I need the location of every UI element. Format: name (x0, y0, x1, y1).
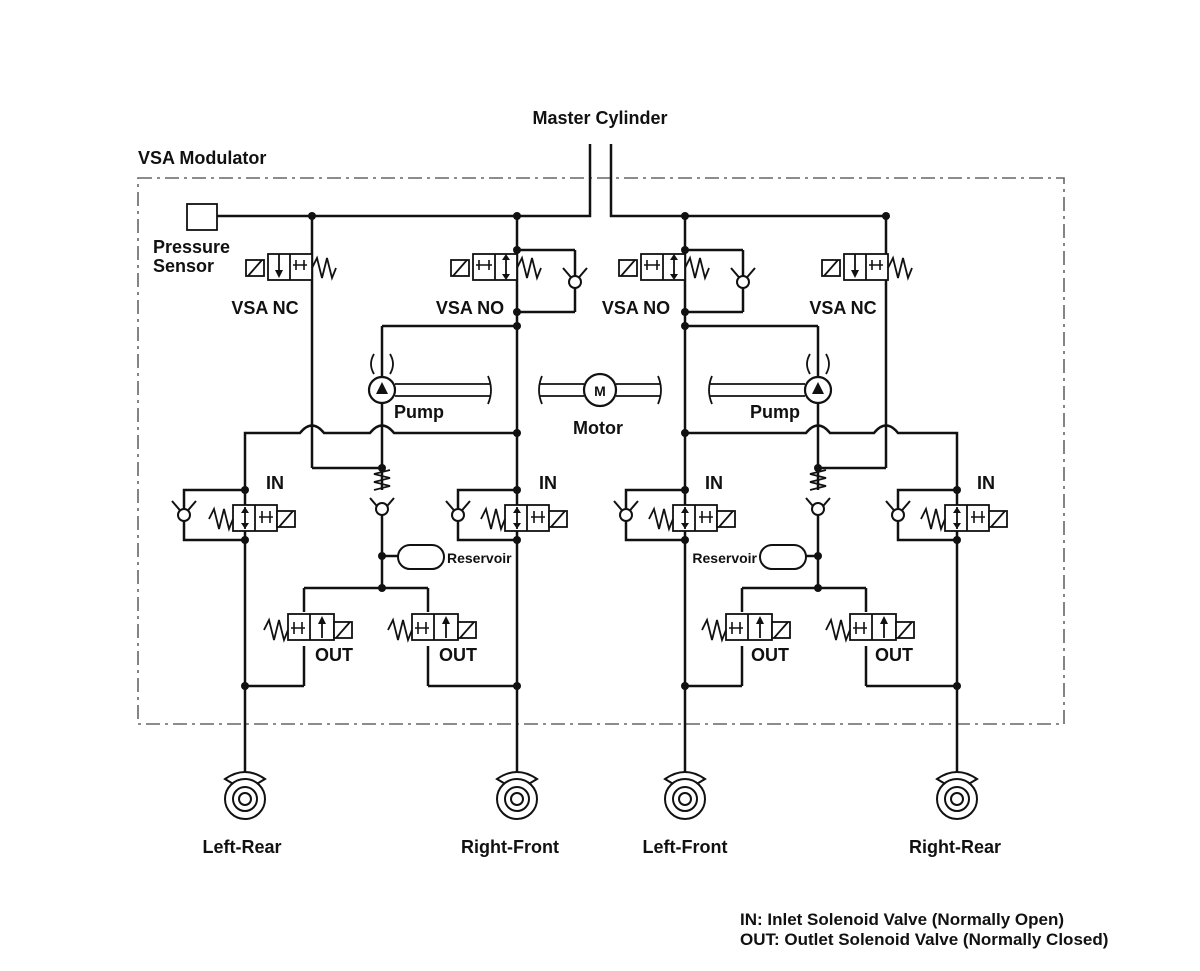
legend-in: IN: Inlet Solenoid Valve (Normally Open) (740, 910, 1065, 929)
wheel-left-front-icon (664, 771, 706, 820)
reservoir-right-label: Reservoir (692, 550, 757, 566)
vsa-nc-left-label: VSA NC (231, 298, 298, 318)
reservoir-left (397, 544, 445, 570)
out-valve-1 (263, 613, 353, 641)
in-label-4: IN (977, 473, 995, 493)
vsa-nc-valve-right (821, 253, 913, 281)
legend: IN: Inlet Solenoid Valve (Normally Open)… (740, 910, 1108, 950)
suction-valve-left (369, 469, 395, 516)
vsa-no-left-label: VSA NO (436, 298, 504, 318)
pump-left (367, 353, 492, 405)
reservoir-right (759, 544, 807, 570)
vsa-no-right-label: VSA NO (602, 298, 670, 318)
in-valve-2 (445, 500, 568, 532)
wheel-left-rear-icon (224, 771, 266, 820)
wheel-label-right-front: Right-Front (461, 837, 559, 857)
motor-icon: M (538, 372, 662, 408)
in-label-2: IN (539, 473, 557, 493)
master-cylinder-label: Master Cylinder (532, 108, 667, 128)
in-label-1: IN (266, 473, 284, 493)
in-label-3: IN (705, 473, 723, 493)
vsa-modulator-label: VSA Modulator (138, 148, 266, 168)
out-label-4: OUT (875, 645, 913, 665)
vsa-nc-right-label: VSA NC (809, 298, 876, 318)
motor-symbol: M (594, 383, 606, 399)
out-valve-2 (387, 613, 477, 641)
pump-left-label: Pump (394, 402, 444, 422)
suction-valve-right (805, 469, 831, 516)
wheel-label-left-rear: Left-Rear (202, 837, 281, 857)
modulator-boundary (137, 177, 1065, 725)
out-valve-4 (825, 613, 915, 641)
pump-right-label: Pump (750, 402, 800, 422)
vsa-no-valve-left (450, 253, 542, 281)
in-valve-4 (885, 500, 1008, 532)
legend-out: OUT: Outlet Solenoid Valve (Normally Clo… (740, 930, 1109, 949)
junction-dots (241, 212, 961, 690)
reservoir-left-label: Reservoir (447, 550, 512, 566)
out-valve-3 (701, 613, 791, 641)
wheel-label-right-rear: Right-Rear (909, 837, 1001, 857)
wheel-label-left-front: Left-Front (643, 837, 728, 857)
vsa-nc-valve-left (245, 253, 337, 281)
wheel-right-front-icon (496, 771, 538, 820)
wheel-right-rear-icon (936, 771, 978, 820)
out-label-2: OUT (439, 645, 477, 665)
vsa-no-valve-right (618, 253, 710, 281)
motor-label: Motor (573, 418, 623, 438)
in-valve-1 (171, 500, 296, 532)
out-label-3: OUT (751, 645, 789, 665)
pressure-sensor-label-line1: Pressure (153, 237, 230, 257)
pump-right (708, 353, 833, 405)
pressure-sensor-icon (186, 203, 218, 231)
hydraulic-lines (182, 144, 959, 776)
in-valve-3 (613, 500, 736, 532)
pressure-sensor-label-line2: Sensor (153, 256, 214, 276)
out-label-1: OUT (315, 645, 353, 665)
